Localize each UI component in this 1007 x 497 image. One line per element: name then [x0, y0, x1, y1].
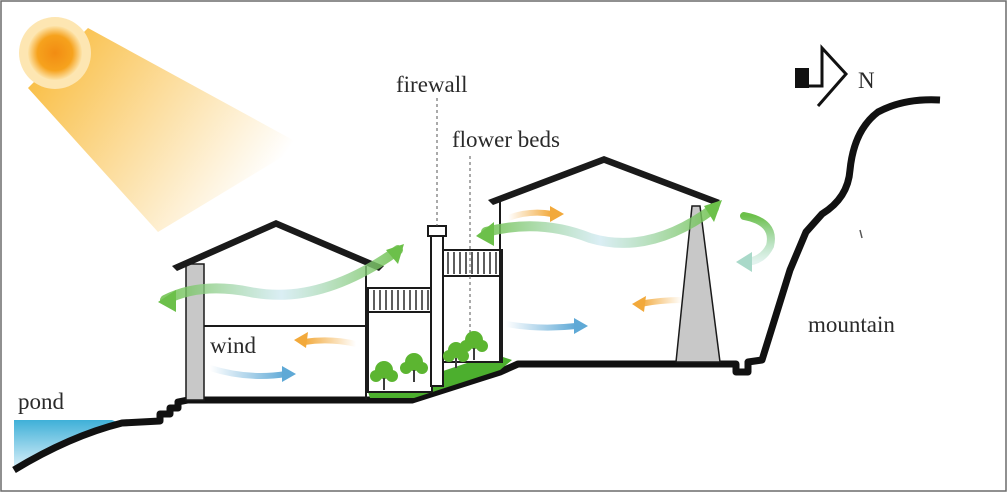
pond-water	[14, 420, 122, 470]
left-house	[172, 220, 384, 401]
label-firewall: firewall	[396, 72, 468, 97]
label-north: N	[858, 68, 875, 93]
ground-profile	[12, 96, 941, 473]
north-arrow-icon	[795, 44, 849, 107]
mountain-mark	[859, 229, 863, 239]
label-flower-beds: flower beds	[452, 127, 560, 152]
firewall-column	[427, 98, 471, 387]
label-pond: pond	[18, 389, 64, 414]
sun-beam	[28, 28, 302, 232]
flower-bed-trees	[370, 331, 488, 390]
sun-icon	[28, 26, 82, 80]
wind-flows	[158, 200, 775, 382]
label-wind: wind	[210, 333, 256, 358]
right-house	[488, 156, 721, 363]
label-mountain: mountain	[808, 312, 895, 337]
courtyard-wall	[367, 249, 503, 393]
